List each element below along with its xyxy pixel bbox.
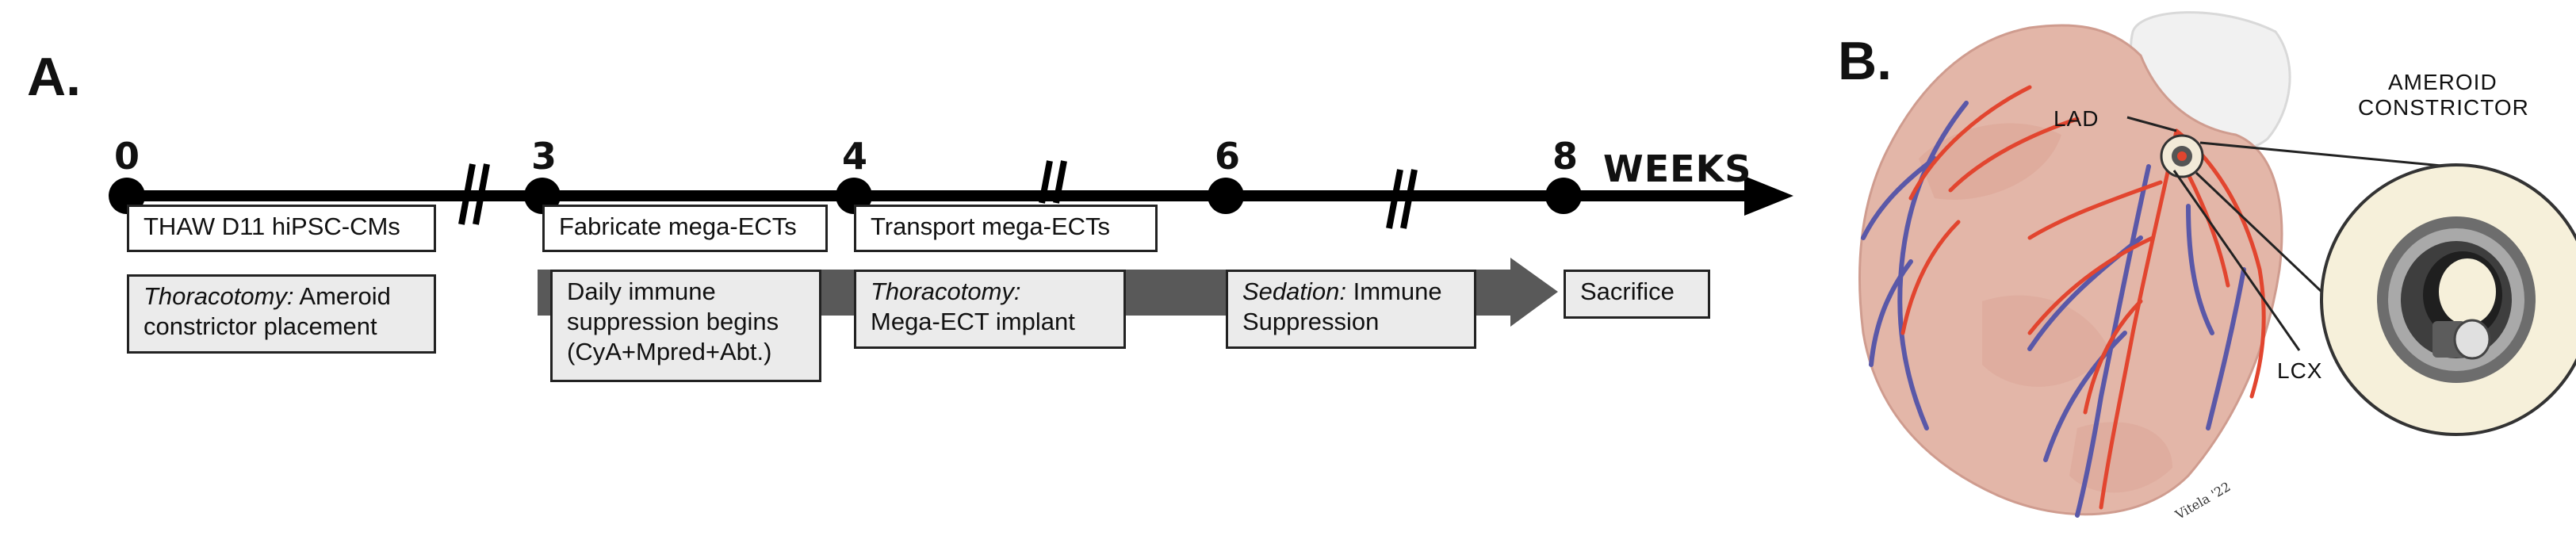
immune-text-3: (CyA+Mpred+Abt.) xyxy=(567,338,772,365)
fabricate-text: Fabricate mega-ECTs xyxy=(559,212,797,240)
sedation-text-1: Immune xyxy=(1346,277,1442,305)
immune-text-1: Daily immune xyxy=(567,277,716,305)
implant-text: Mega-ECT implant xyxy=(871,308,1075,335)
transport-box: Transport mega-ECTs xyxy=(854,205,1158,252)
week-label-3: 3 xyxy=(531,135,557,178)
axis-break-3 xyxy=(1386,169,1418,229)
week-label-6: 6 xyxy=(1215,135,1241,178)
sacrifice-text: Sacrifice xyxy=(1580,277,1675,305)
panel-a-label: A. xyxy=(27,47,81,107)
sacrifice-box: Sacrifice xyxy=(1564,270,1710,319)
lcx-label: LCX xyxy=(2277,358,2323,383)
panel-b-label: B. xyxy=(1838,31,1892,91)
transport-text: Transport mega-ECTs xyxy=(871,212,1111,240)
ameroid-text-2: constrictor placement xyxy=(144,312,377,340)
axis-unit-label: WEEKS xyxy=(1603,147,1752,190)
timeline-arrowhead xyxy=(1744,176,1793,216)
axis-break-1 xyxy=(458,163,490,225)
zoom-line-top xyxy=(2199,141,2451,168)
week-label-8: 8 xyxy=(1552,135,1579,178)
sedation-text-2: Suppression xyxy=(1242,308,1380,335)
lad-leader xyxy=(2126,116,2177,132)
immune-box: Daily immune suppression begins (CyA+Mpr… xyxy=(550,270,821,382)
fabricate-box: Fabricate mega-ECTs xyxy=(542,205,828,252)
thaw-box: THAW D11 hiPSC-CMs xyxy=(127,205,436,252)
ameroid-box: Thoracotomy: Ameroid constrictor placeme… xyxy=(127,274,436,354)
lcx-leader xyxy=(2172,170,2301,351)
thaw-text: THAW D11 hiPSC-CMs xyxy=(144,212,400,240)
constrictor-label-line-2: CONSTRICTOR xyxy=(2358,95,2529,120)
ameroid-italic: Thoracotomy: xyxy=(144,282,294,310)
immune-text-2: suppression begins xyxy=(567,308,779,335)
axis-break-2 xyxy=(1039,160,1067,204)
week-label-0: 0 xyxy=(114,135,140,178)
coronary-arteries xyxy=(1900,85,2266,510)
ameroid-text-1: Ameroid xyxy=(293,282,391,310)
lad-label: LAD xyxy=(2054,106,2099,131)
implant-box: Thoracotomy: Mega-ECT implant xyxy=(854,270,1126,349)
week-dot-6 xyxy=(1208,178,1244,214)
cardiac-veins xyxy=(1861,101,2246,518)
sedation-italic: Sedation: xyxy=(1242,277,1346,305)
constrictor-label-line-1: AMEROID xyxy=(2388,70,2498,94)
week-dot-8 xyxy=(1545,178,1582,214)
week-label-4: 4 xyxy=(842,135,868,178)
implant-italic: Thoracotomy: xyxy=(871,277,1021,305)
sedation-box: Sedation: Immune Suppression xyxy=(1226,270,1476,349)
